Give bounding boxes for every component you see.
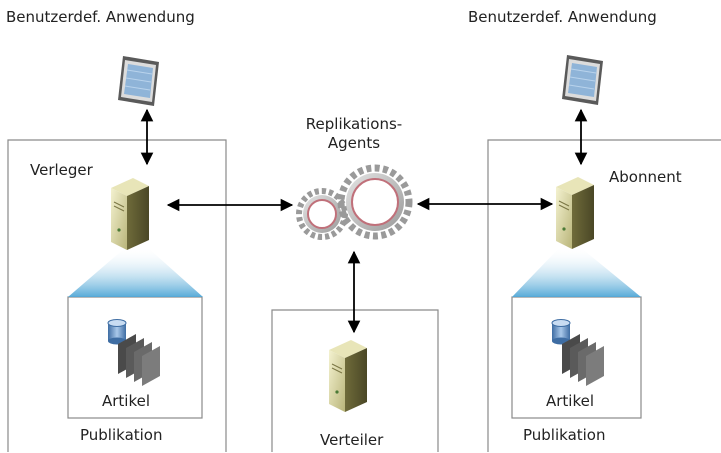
article-label-left: Artikel <box>102 392 151 410</box>
publication-label-left: Publikation <box>80 426 163 444</box>
agents-label-line2: Agents <box>327 134 381 152</box>
monitor-icon <box>118 56 159 106</box>
publisher-box <box>7 139 227 452</box>
article-label-right: Artikel <box>546 392 595 410</box>
article-stack-icon <box>118 334 160 386</box>
agents-label-line1: Replikations- <box>305 115 403 133</box>
subscriber-label: Abonnent <box>609 168 682 186</box>
distributor-label: Verteiler <box>320 431 384 449</box>
beam-right <box>512 247 641 297</box>
beam-left <box>68 247 203 297</box>
server-icon <box>111 178 149 250</box>
monitor-icon <box>562 55 603 105</box>
server-icon <box>556 177 594 249</box>
publication-label-right: Publikation <box>523 426 606 444</box>
publisher-label: Verleger <box>30 161 93 179</box>
database-icon <box>551 319 571 345</box>
subscriber-box <box>487 139 721 452</box>
article-stack-icon <box>562 334 604 386</box>
database-icon <box>107 319 127 345</box>
gears-icon <box>296 164 413 240</box>
custom-app-label-left: Benutzerdef. Anwendung <box>6 8 195 26</box>
custom-app-label-right: Benutzerdef. Anwendung <box>468 8 657 26</box>
server-icon <box>329 340 367 412</box>
